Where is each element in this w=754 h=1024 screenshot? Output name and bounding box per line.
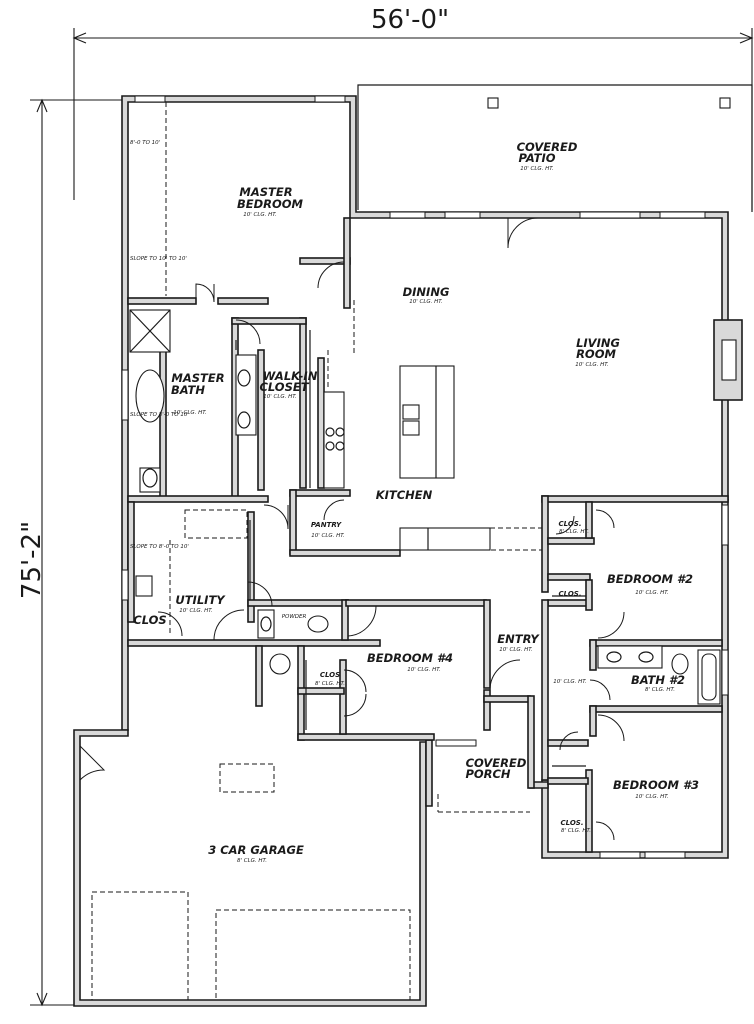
master-bath-ceiling: 10' CLG. HT. (173, 410, 207, 416)
bedroom-3-closet-ceiling: 8' CLG. HT. (561, 828, 591, 834)
entry-label: ENTRY (497, 632, 540, 646)
bedroom-2-closet-a-ceiling: 8' CLG. HT. (559, 529, 589, 535)
living-room-label-2: ROOM (576, 347, 616, 361)
bath-2-fixtures (597, 645, 721, 705)
bedroom-3-ceiling: 10' CLG. HT. (635, 794, 669, 800)
kitchen-island (399, 365, 455, 479)
bedroom-3-label: BEDROOM #3 (613, 778, 699, 792)
dimension-depth: 75'-2" (17, 98, 125, 1007)
walk-in-closet-ceiling: 10' CLG. HT. (263, 394, 297, 400)
covered-porch-label-1: COVERED (466, 756, 527, 770)
covered-porch-label-2: PORCH (465, 767, 510, 781)
living-room-label-1: LIVING (576, 336, 620, 350)
bath-2-label: BATH #2 (631, 673, 685, 687)
master-bedroom-ceiling: 10' CLG. HT. (243, 212, 277, 218)
patio-outline (357, 84, 753, 212)
bath-2-ceiling: 8' CLG. HT. (645, 687, 675, 693)
door-swings (79, 217, 625, 841)
master-bath-label-2: BATH (171, 383, 205, 397)
interior-walls (127, 217, 729, 853)
bedroom-4-closet-ceiling: 8' CLG. HT. (315, 681, 345, 687)
hall-ceiling: 10' CLG. HT. (553, 679, 587, 685)
closet-lines (235, 330, 586, 767)
garage-label: 3 CAR GARAGE (208, 843, 304, 857)
windows (121, 95, 729, 859)
utility-closet-label: CLOS (133, 613, 166, 627)
walk-in-closet-label-2: CLOSET (259, 380, 309, 394)
covered-patio-label-1: COVERED (517, 140, 578, 154)
entry-ceiling: 10' CLG. HT. (499, 647, 533, 653)
kitchen-counters (323, 391, 543, 551)
dimension-width: 56'-0" (72, 5, 754, 210)
living-room-ceiling: 10' CLG. HT. (575, 362, 609, 368)
garage-ceiling: 8' CLG. HT. (237, 858, 267, 864)
bedroom-2-closet-b-label: CLOS. (559, 590, 582, 598)
kitchen-label: KITCHEN (376, 488, 433, 502)
utility-label: UTILITY (175, 593, 226, 607)
covered-patio-ceiling: 10' CLG. HT. (520, 166, 554, 172)
pantry-ceiling: 10' CLG. HT. (311, 533, 345, 539)
width-label: 56'-0" (371, 5, 449, 35)
master-bedroom-note-2: SLOPE TO 10' TO 10' (130, 256, 187, 262)
exterior-walls (73, 95, 729, 1007)
bedroom-4-closet-label: CLOS (320, 671, 340, 679)
utility-fixtures (135, 509, 329, 675)
bedroom-3-closet-label: CLOS. (561, 819, 584, 827)
dining-ceiling: 10' CLG. HT. (409, 299, 443, 305)
depth-label: 75'-2" (17, 521, 47, 599)
powder-label: POWDER (282, 614, 307, 620)
pantry-label: PANTRY (311, 521, 342, 529)
bedroom-4-label: BEDROOM #4 (367, 651, 453, 665)
master-bath-label-1: MASTER (171, 371, 224, 385)
dashed-lines (91, 102, 530, 1001)
master-bath-fixtures (129, 309, 257, 493)
bedroom-2-ceiling: 10' CLG. HT. (635, 590, 669, 596)
utility-note: SLOPE TO 8'-0 TO 10' (130, 544, 189, 550)
master-bedroom-note-1: 8'-0 TO 10' (130, 140, 160, 146)
master-bedroom-label-1: MASTER (239, 185, 292, 199)
bedroom-2-closet-a-label: CLOS. (559, 520, 582, 528)
fireplace (713, 319, 743, 401)
master-bath-note: SLOPE TO 8'-0 TO 10' (130, 412, 189, 418)
master-bedroom-label-2: BEDROOM (237, 197, 304, 211)
dining-label: DINING (403, 285, 450, 299)
room-labels: COVERED PATIO 10' CLG. HT. MASTER BEDROO… (130, 140, 699, 864)
utility-ceiling: 10' CLG. HT. (179, 608, 213, 614)
bedroom-2-label: BEDROOM #2 (607, 572, 693, 586)
walk-in-closet-label-1: WALK-IN (263, 369, 318, 383)
bedroom-4-ceiling: 10' CLG. HT. (407, 667, 441, 673)
covered-patio-label-2: PATIO (518, 151, 555, 165)
